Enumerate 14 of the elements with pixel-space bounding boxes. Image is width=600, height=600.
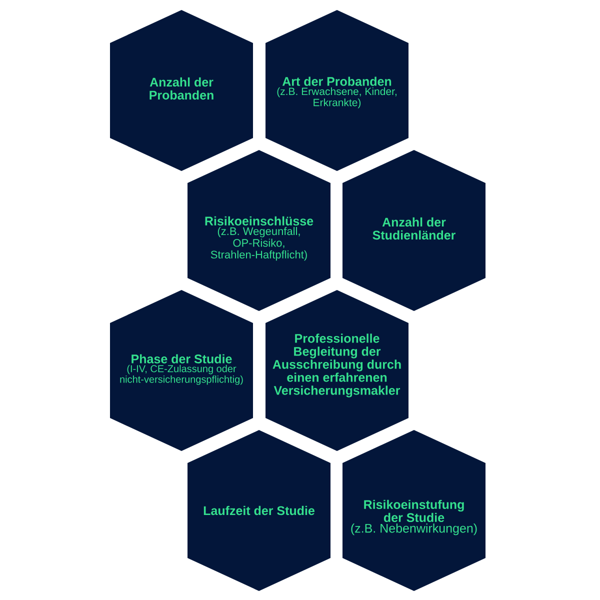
node-label: Art der Probanden [282, 76, 392, 86]
node-label: Laufzeit der Studie [204, 506, 314, 516]
hexagon-tile: Professionelle Begleitung der Ausschreibung durch einen erfahrenen Versicherungsmakler [266, 290, 408, 451]
node-label: Professionelle Begleitung der Ausschreibung durch einen erfahrenen Versicherungsmakler [272, 334, 401, 398]
node-label: (z.B. Wegeunfall, OP-Risiko, Strahlen-Haftpflicht) [210, 227, 307, 261]
node-label: (z.B. Erwachsene, Kinder, Erkrankte) [277, 87, 396, 108]
node-label: Risikoeinschlüsse [205, 216, 314, 226]
hexagon-tile: Laufzeit der Studie [188, 430, 330, 591]
hexagon-tile: Anzahl der Studienländer [342, 150, 486, 311]
hexagon-tile: Art der Probanden (z.B. Erwachsene, Kinder, Erkrankte) [266, 10, 408, 171]
hexagon-tile: Phase der Studie (I-IV, CE-Zulassung oder nicht-versicherungspflichtig) [110, 290, 253, 451]
hexagon-tile: Risikoeinstufung der Studie (z.B. Nebenwirkungen) [342, 430, 486, 591]
hexagon-tile: Risikoeinschlüsse (z.B. Wegeunfall, OP-Risiko, Strahlen-Haftpflicht) [188, 150, 330, 311]
hexagon-tile: Anzahl der Probanden [110, 10, 253, 171]
